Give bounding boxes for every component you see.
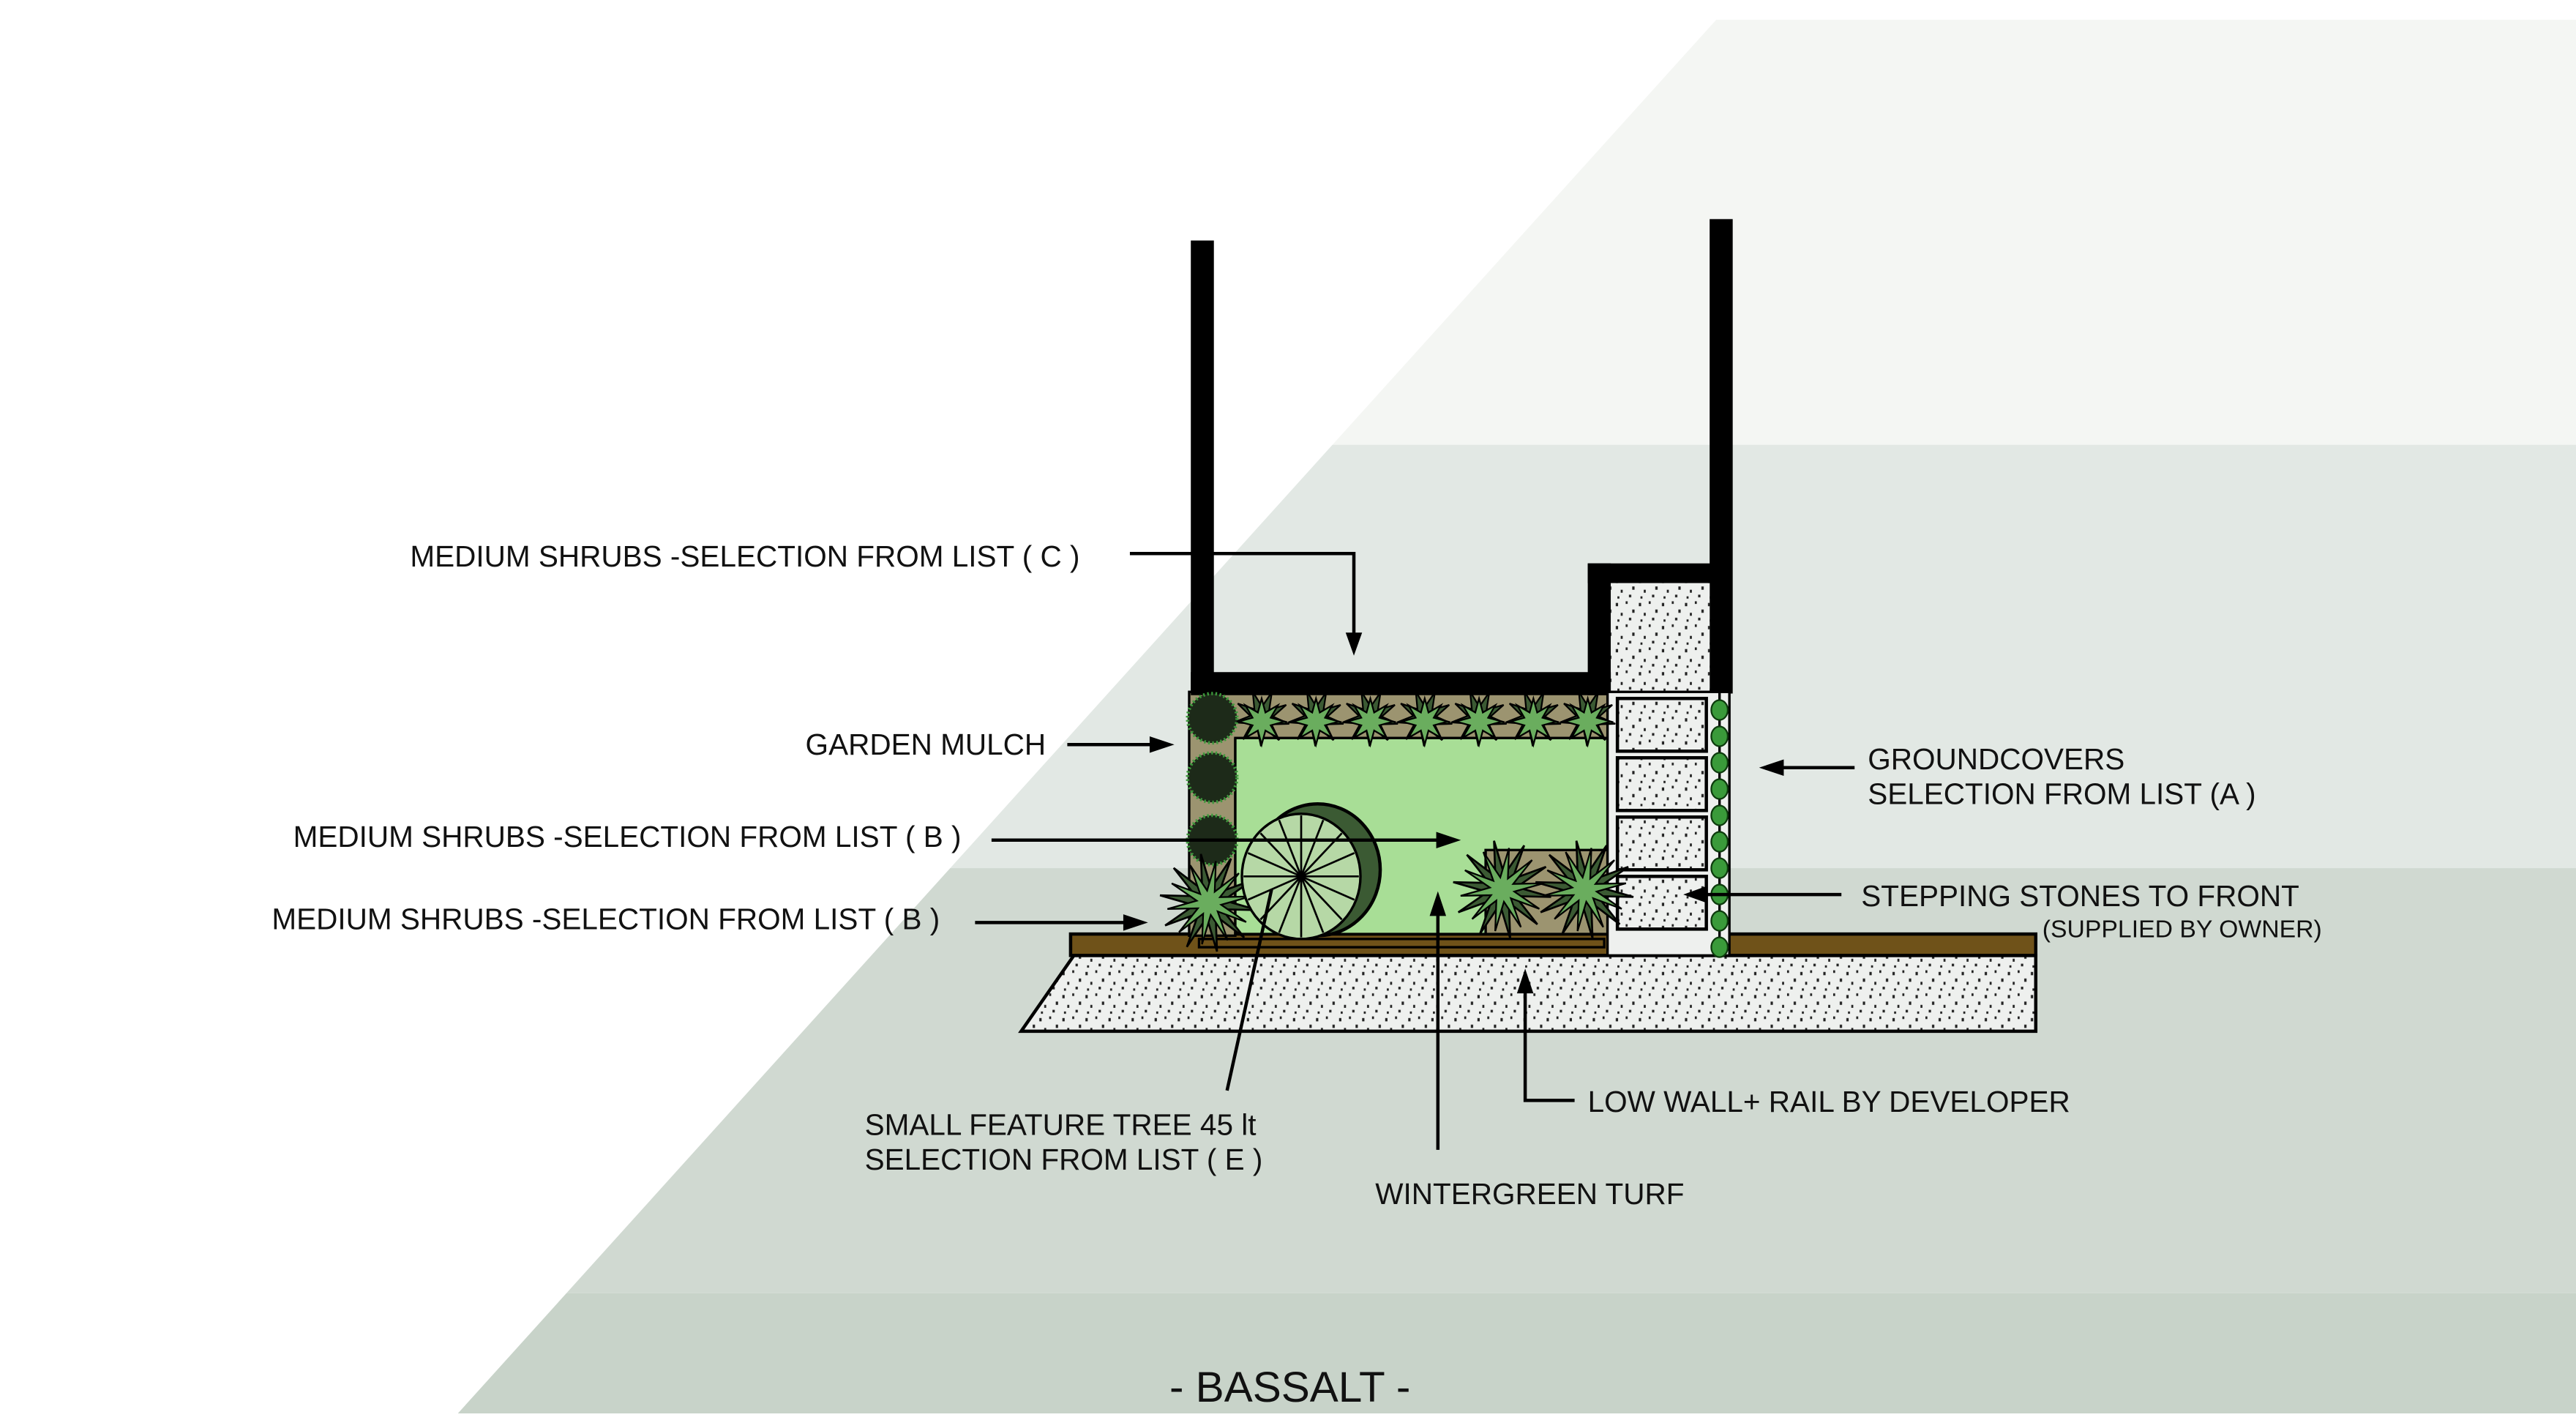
tree-spoke xyxy=(1300,875,1355,901)
leader-shrubs-c xyxy=(1129,551,1356,643)
label-feature-tree-1: SMALL FEATURE TREE 45 lt xyxy=(865,1108,1257,1142)
feature-tree xyxy=(1240,802,1382,941)
arrowhead-icon xyxy=(1516,968,1534,994)
tree-spoke xyxy=(1278,875,1303,933)
stepping-stone xyxy=(1615,696,1708,753)
tree-spoke xyxy=(1278,819,1303,877)
wall-left xyxy=(1191,240,1214,692)
arrowhead-icon xyxy=(1436,832,1461,849)
agave-symbol xyxy=(1460,848,1544,932)
arrowhead-icon xyxy=(1759,759,1784,777)
tree-spoke xyxy=(1300,852,1355,878)
pier-paving xyxy=(1611,583,1710,692)
shrubs-c-row xyxy=(1233,691,1616,748)
shrub-b-round-symbol xyxy=(1186,692,1239,745)
label-garden-mulch: GARDEN MULCH xyxy=(806,728,1046,761)
label-low-wall: LOW WALL+ RAIL BY DEVELOPER xyxy=(1588,1085,2070,1118)
label-stepping-stones-2: (SUPPLIED BY OWNER) xyxy=(2043,916,2322,943)
groundcover-symbol xyxy=(1710,910,1729,932)
stepping-stone xyxy=(1615,875,1708,931)
agave-symbol xyxy=(1543,848,1627,932)
leader-lines xyxy=(975,551,1855,1150)
label-groundcovers-1: GROUNDCOVERS xyxy=(1868,742,2124,776)
tree-spoke xyxy=(1247,852,1302,878)
stepping-stone xyxy=(1615,756,1708,812)
shrub-c-symbol xyxy=(1398,695,1451,748)
wall-step xyxy=(1587,563,1611,695)
tree-spoke xyxy=(1247,875,1302,901)
arrowhead-icon xyxy=(1345,632,1363,656)
tree-spoke xyxy=(1300,875,1343,921)
agave-symbol xyxy=(1167,861,1251,945)
shrub-c-symbol xyxy=(1289,695,1343,748)
leader-feature-tree xyxy=(1225,889,1273,1091)
label-shrubs-c: MEDIUM SHRUBS -SELECTION FROM LIST ( C ) xyxy=(410,539,1079,573)
shrub-c-symbol xyxy=(1507,695,1560,748)
arrowhead-icon xyxy=(1683,886,1707,903)
edging-inner-line xyxy=(1197,938,1606,949)
label-shrubs-b2: MEDIUM SHRUBS -SELECTION FROM LIST ( B ) xyxy=(272,902,940,935)
tree-spokes xyxy=(1243,815,1359,938)
label-feature-tree-2: SELECTION FROM LIST ( E ) xyxy=(865,1143,1263,1176)
label-groundcovers-2: SELECTION FROM LIST (A ) xyxy=(1868,777,2255,810)
arrowhead-icon xyxy=(1429,891,1447,916)
shrub-c-symbol xyxy=(1561,695,1614,748)
groundcover-symbol xyxy=(1710,831,1729,853)
arrowhead-icon xyxy=(1149,736,1175,753)
label-stepping-stones-1: STEPPING STONES TO FRONT xyxy=(1861,879,2299,913)
groundcover-symbol xyxy=(1710,699,1729,721)
boundary-walls xyxy=(1191,219,1733,695)
leader-low-wall xyxy=(1523,982,1575,1102)
tree-spoke xyxy=(1300,875,1325,933)
arrowhead-icon xyxy=(1123,914,1148,931)
groundcover-symbol xyxy=(1710,936,1729,958)
wall-bottom xyxy=(1191,672,1613,695)
shrub-c-symbol xyxy=(1453,695,1505,748)
groundcover-symbol xyxy=(1710,752,1729,774)
drawing-title: - BASSALT - xyxy=(1169,1364,1410,1411)
wall-right xyxy=(1710,219,1733,694)
groundcover-symbol xyxy=(1710,804,1729,826)
tree-spoke xyxy=(1300,819,1325,877)
base-paving-slab xyxy=(1018,954,2038,1034)
groundcover-symbol xyxy=(1710,778,1729,800)
shrubs-b-agaves xyxy=(1159,840,1634,952)
shrub-b-round-symbol xyxy=(1186,751,1239,804)
groundcover-symbol xyxy=(1710,725,1729,747)
stepping-stone xyxy=(1615,815,1708,872)
groundcover-symbol xyxy=(1710,857,1729,879)
wall-step-top xyxy=(1587,563,1720,583)
shrub-c-symbol xyxy=(1235,695,1288,748)
shrub-c-symbol xyxy=(1344,695,1397,748)
label-shrubs-b1: MEDIUM SHRUBS -SELECTION FROM LIST ( B ) xyxy=(293,820,962,853)
label-turf: WINTERGREEN TURF xyxy=(1375,1177,1684,1211)
